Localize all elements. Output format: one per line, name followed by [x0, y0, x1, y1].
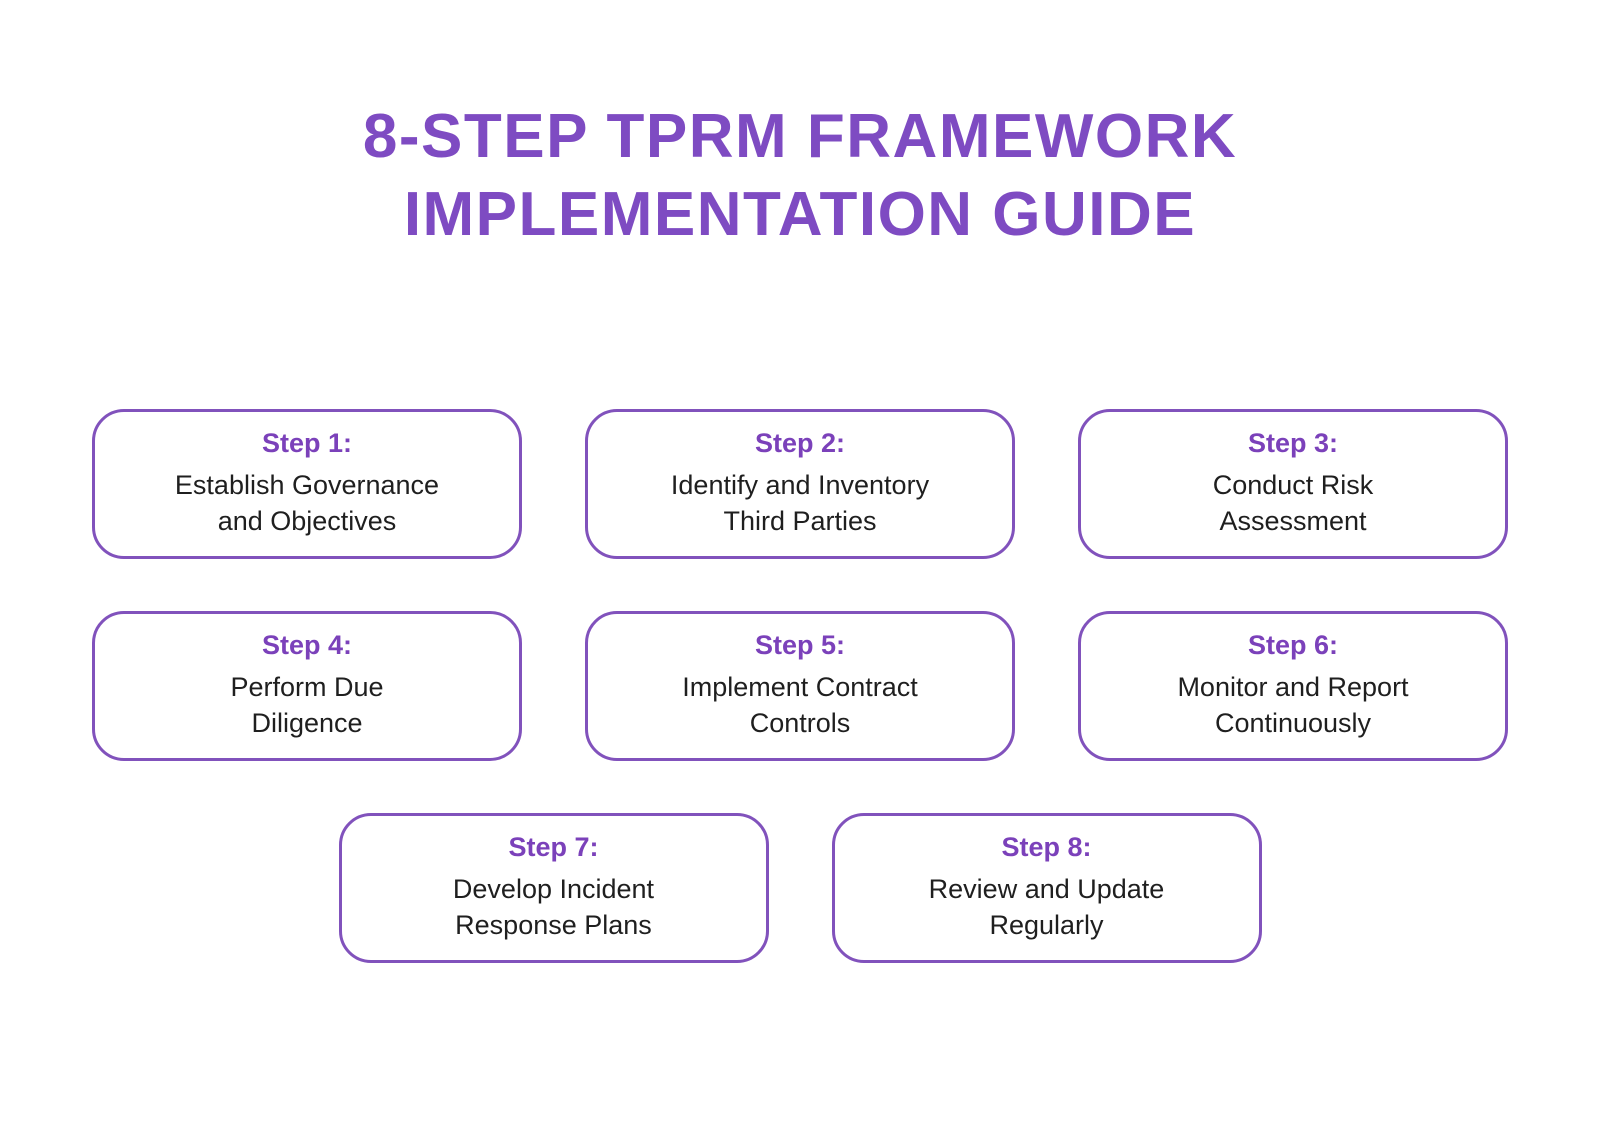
steps-row-3: Step 7: Develop Incident Response Plans … — [0, 812, 1600, 963]
step-description-line2: Assessment — [1219, 506, 1367, 537]
step-box-3: Step 3: Conduct Risk Assessment — [1078, 409, 1508, 559]
step-description-line1: Identify and Inventory — [670, 470, 930, 500]
step-label: Step 6: — [1247, 629, 1339, 660]
steps-grid: Step 1: Establish Governance and Objecti… — [0, 409, 1600, 963]
step-label: Step 8: — [1001, 831, 1092, 862]
step-label: Step 7: — [508, 831, 599, 862]
step-description: Establish Governance and Objectives — [175, 467, 439, 540]
step-description-line1: Monitor and Report — [1177, 671, 1409, 702]
step-description-line2: Continuously — [1214, 708, 1372, 739]
step-label: Step 5: — [754, 629, 846, 660]
step-box-2: Step 2: Identify and Inventory Third Par… — [585, 409, 1015, 559]
page-title-line1: 8-STEP TPRM FRAMEWORK — [362, 102, 1238, 171]
steps-row-2: Step 4: Perform Due Diligence Step 5: Im… — [0, 610, 1600, 761]
step-description: Identify and Inventory Third Parties — [671, 467, 929, 540]
step-description-line2: and Objectives — [217, 506, 397, 537]
step-description-line2: Diligence — [251, 708, 363, 739]
step-box-6: Step 6: Monitor and Report Continuously — [1078, 610, 1508, 761]
step-description: Perform Due Diligence — [230, 669, 383, 742]
step-label: Step 1: — [261, 428, 353, 458]
step-description-line1: Perform Due — [230, 671, 384, 702]
step-box-4: Step 4: Perform Due Diligence — [92, 610, 522, 761]
step-description-line2: Third Parties — [723, 506, 877, 537]
step-description: Review and Update Regularly — [929, 871, 1165, 944]
step-description: Implement Contract Controls — [682, 669, 918, 742]
step-description-line1: Implement Contract — [682, 671, 918, 702]
step-description-line1: Conduct Risk — [1212, 470, 1374, 500]
step-description: Conduct Risk Assessment — [1213, 467, 1374, 540]
step-description-line2: Regularly — [989, 910, 1104, 941]
steps-row-1: Step 1: Establish Governance and Objecti… — [0, 409, 1600, 559]
step-description: Develop Incident Response Plans — [453, 871, 654, 944]
step-description-line2: Controls — [749, 708, 851, 739]
step-description: Monitor and Report Continuously — [1177, 669, 1408, 742]
step-box-1: Step 1: Establish Governance and Objecti… — [92, 409, 522, 559]
page-title-line2: IMPLEMENTATION GUIDE — [403, 179, 1197, 249]
step-description-line1: Review and Update — [928, 873, 1165, 904]
step-box-5: Step 5: Implement Contract Controls — [585, 610, 1015, 761]
step-label: Step 4: — [261, 629, 353, 660]
step-box-8: Step 8: Review and Update Regularly — [831, 812, 1262, 963]
step-description-line1: Develop Incident — [452, 873, 655, 904]
step-box-7: Step 7: Develop Incident Response Plans — [338, 812, 769, 963]
step-label: Step 2: — [754, 428, 846, 458]
page-title: 8-STEP TPRM FRAMEWORK IMPLEMENTATION GUI… — [0, 98, 1600, 253]
step-description-line1: Establish Governance — [174, 470, 440, 500]
step-description-line2: Response Plans — [455, 910, 652, 941]
step-label: Step 3: — [1247, 428, 1339, 458]
